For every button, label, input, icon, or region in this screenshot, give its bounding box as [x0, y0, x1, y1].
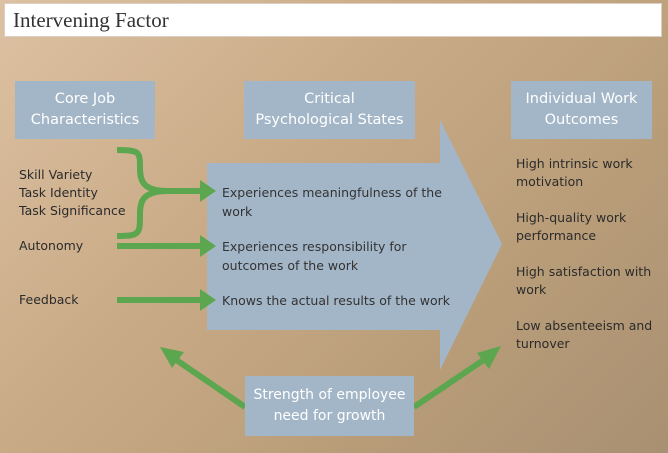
header-critical-psychological-states: Critical Psychological States: [244, 81, 415, 139]
moderator-arrow-left: [170, 354, 247, 410]
title-bar: Intervening Factor: [4, 3, 662, 37]
outcome-motivation: High intrinsic work motivation: [516, 156, 633, 189]
header-outcomes-label: Individual Work Outcomes: [525, 91, 638, 128]
header-core-job-characteristics: Core Job Characteristics: [15, 81, 155, 139]
state-results: Knows the actual results of the work: [222, 293, 451, 308]
core-feedback: Feedback: [19, 292, 79, 307]
arrowhead-meaningfulness: [200, 180, 216, 202]
state-meaningfulness: Experiences meaningfulness of the work: [222, 185, 442, 219]
header-individual-work-outcomes: Individual Work Outcomes: [511, 81, 652, 139]
moderator-arrowhead-right: [477, 346, 501, 369]
header-critical-label: Critical Psychological States: [255, 91, 404, 128]
outcome-satisfaction: High satisfaction with work: [516, 264, 652, 297]
core-group-skill-identity-significance: Skill Variety Task Identity Task Signifi…: [19, 167, 126, 218]
moderator-arrow-right: [412, 354, 490, 410]
big-arrow: [207, 120, 502, 370]
moderator-arrowhead-left: [160, 347, 184, 368]
core-autonomy: Autonomy: [19, 238, 84, 253]
state-responsibility: Experiences responsibility for outcomes …: [222, 239, 407, 273]
moderator-growth-need: Strength of employee need for growth: [245, 376, 414, 436]
arrowhead-responsibility: [200, 235, 216, 257]
outcome-performance: High-quality work performance: [516, 210, 627, 243]
brace-connector: [116, 147, 169, 239]
arrowhead-results: [200, 289, 216, 311]
outcome-absenteeism: Low absenteeism and turnover: [516, 318, 653, 351]
page-title: Intervening Factor: [13, 8, 169, 32]
moderator-label: Strength of employee need for growth: [253, 387, 406, 424]
header-core-label: Core Job Characteristics: [30, 91, 140, 128]
